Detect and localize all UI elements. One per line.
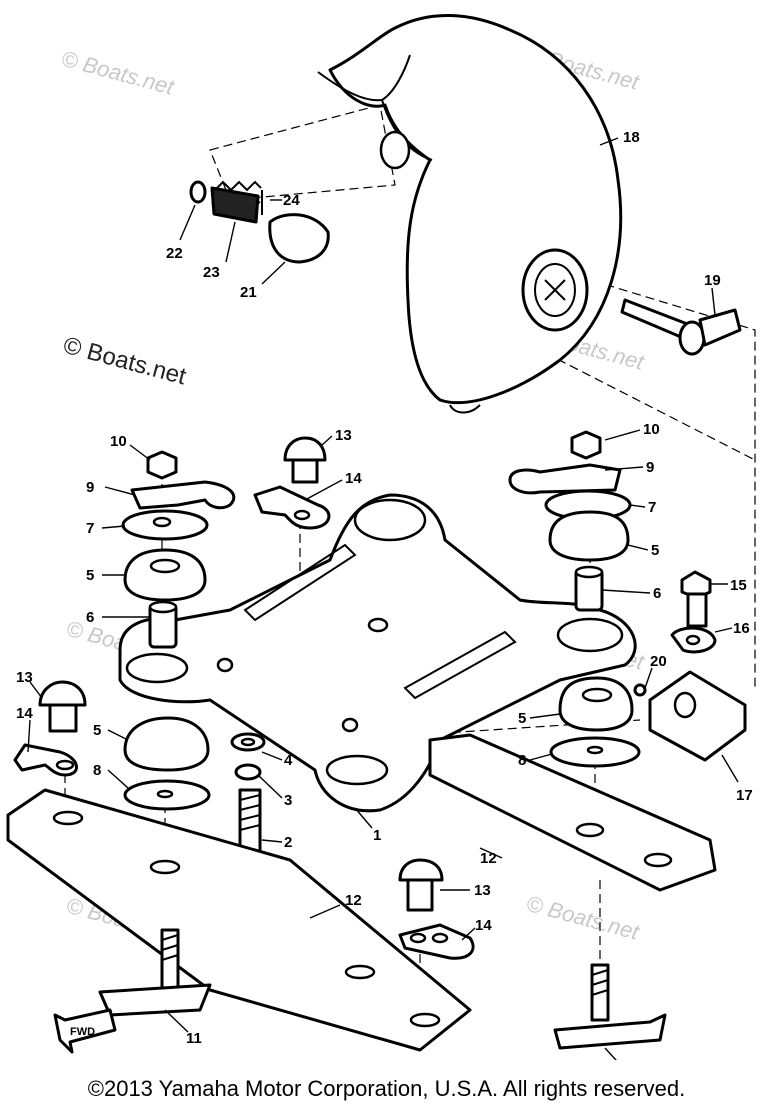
callout-18: 18 [623, 129, 640, 146]
right-mount-stack [508, 430, 632, 612]
callout-17: 17 [736, 787, 753, 804]
fan-cover-part-18 [317, 14, 623, 414]
callout-22: 22 [166, 245, 183, 262]
callout-24: 24 [283, 192, 300, 209]
lower-right-mount [549, 676, 641, 768]
callout-8-right: 8 [518, 752, 526, 769]
callout-19: 19 [704, 272, 721, 289]
exploded-parts-diagram: © Boats.net © Boats.net © Boats.net © Bo… [6, 14, 756, 1060]
callout-5-left: 5 [86, 567, 94, 584]
lower-left-mount [13, 680, 211, 811]
callout-5-lower-right: 5 [518, 710, 526, 727]
forward-arrow: FWD [53, 1008, 117, 1054]
callout-13-left: 13 [16, 669, 33, 686]
fwd-label: FWD [70, 1026, 95, 1038]
callout-12-right: 12 [480, 850, 497, 867]
callout-10-right: 10 [643, 421, 660, 438]
left-mount-stack [121, 450, 236, 649]
callout-6-left: 6 [86, 609, 94, 626]
callout-23: 23 [203, 264, 220, 281]
callout-20: 20 [650, 653, 667, 670]
callout-7-left: 7 [86, 520, 94, 537]
callout-14-lower: 14 [475, 917, 492, 934]
copyright-notice: ©2013 Yamaha Motor Corporation, U.S.A. A… [87, 1076, 686, 1101]
watermark: © Boats.net [59, 46, 178, 100]
callout-13-upper: 13 [335, 427, 352, 444]
knob-assembly [189, 180, 330, 264]
callout-13-lower: 13 [474, 882, 491, 899]
bolt-bracket-lower [398, 858, 475, 960]
callout-14-left: 14 [16, 705, 33, 722]
callout-12-left: 12 [345, 892, 362, 909]
callout-21: 21 [240, 284, 257, 301]
callout-10-left: 10 [110, 433, 127, 450]
callout-15: 15 [730, 577, 747, 594]
bolt-bracket-upper [253, 436, 331, 530]
watermark: © Boats.net [60, 332, 189, 391]
callout-14-upper: 14 [345, 470, 362, 487]
frame-part-1 [118, 493, 637, 813]
callout-9-left: 9 [86, 479, 94, 496]
callouts: 18 19 24 22 23 21 10 9 7 5 6 13 14 10 9 … [16, 129, 753, 1047]
callout-9-right: 9 [646, 459, 654, 476]
callout-7-right: 7 [648, 499, 656, 516]
callout-6-right: 6 [653, 585, 661, 602]
callout-2: 2 [284, 834, 292, 851]
callout-11: 11 [186, 1030, 202, 1047]
callout-5-lower-left: 5 [93, 722, 101, 739]
spring-part-23 [210, 180, 262, 224]
callout-5-right: 5 [651, 542, 659, 559]
callout-3: 3 [284, 792, 292, 809]
pin-part-19 [620, 298, 742, 356]
callout-4: 4 [284, 752, 293, 769]
watermark: © Boats.net [524, 891, 643, 945]
right-bracket-group [633, 570, 747, 762]
leader-lines [27, 137, 739, 1060]
callout-8-left: 8 [93, 762, 101, 779]
stud-plates-part-11 [98, 928, 667, 1050]
callout-16: 16 [733, 620, 750, 637]
callout-1: 1 [373, 827, 381, 844]
skid-plates-part-12 [6, 733, 717, 1052]
